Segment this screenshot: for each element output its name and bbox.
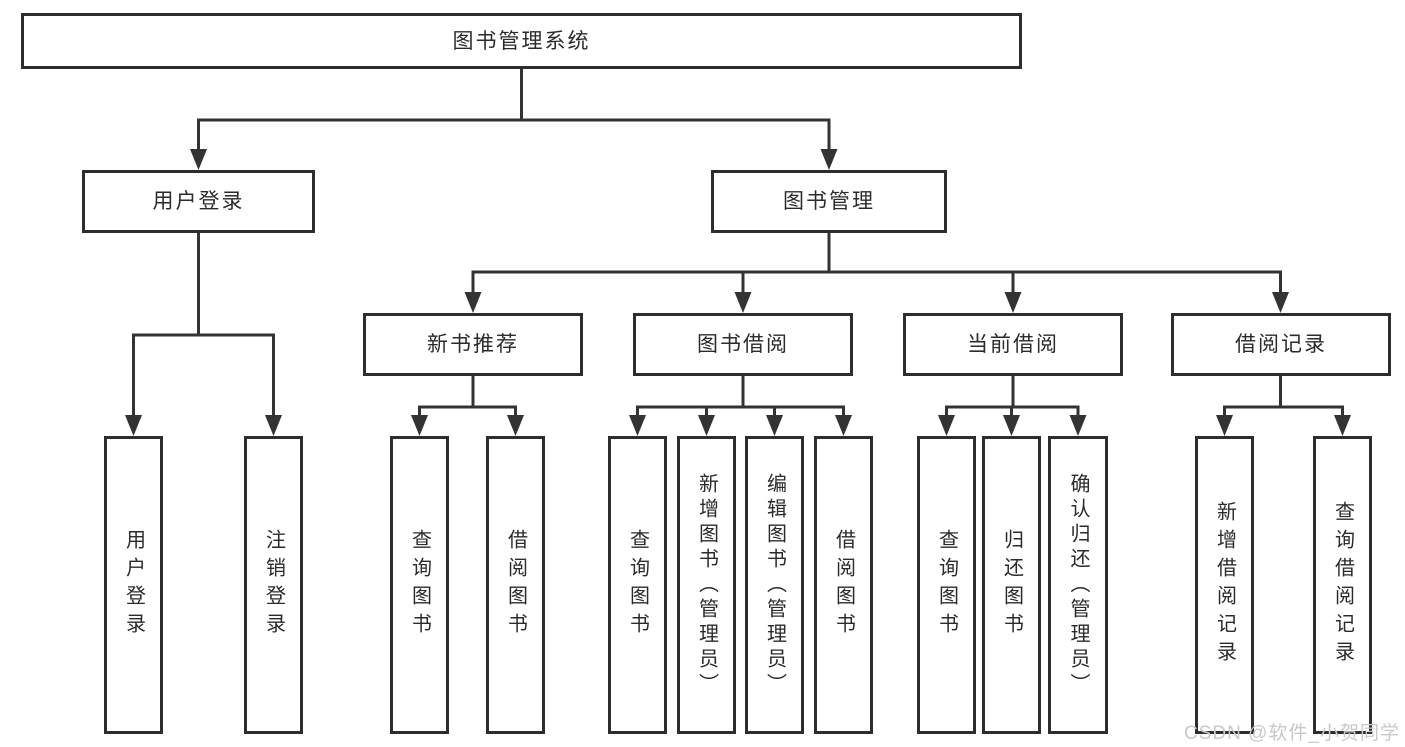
leaf-records-query-record: 查询借阅记录 <box>1313 436 1372 734</box>
leaf-records-add-record: 新增借阅记录 <box>1195 436 1254 734</box>
node-current-borrow-label: 当前借阅 <box>967 333 1059 356</box>
node-new-book-recommend: 新书推荐 <box>363 313 583 376</box>
leaf-logout: 注销登录 <box>244 436 303 734</box>
leaf-current-query-book-label: 查询图书 <box>935 529 958 641</box>
leaf-user-login: 用户登录 <box>104 436 163 734</box>
leaf-borrow-borrow-book: 借阅图书 <box>814 436 873 734</box>
node-borrow-records: 借阅记录 <box>1171 313 1391 376</box>
node-borrow-records-label: 借阅记录 <box>1235 333 1327 356</box>
connector-current-borrow <box>945 376 1080 422</box>
leaf-borrow-add-book-admin: 新增图书（管理员） <box>677 436 736 734</box>
node-book-borrow-label: 图书借阅 <box>697 333 789 356</box>
node-root: 图书管理系统 <box>21 13 1022 69</box>
leaf-logout-label: 注销登录 <box>262 529 285 641</box>
leaf-current-return-book: 归还图书 <box>982 436 1041 734</box>
node-user-login-branch: 用户登录 <box>82 170 315 233</box>
leaf-current-return-book-label: 归还图书 <box>1000 529 1023 641</box>
leaf-current-confirm-return-admin-label: 确认归还（管理员） <box>1067 472 1089 698</box>
leaf-recommend-borrow-book: 借阅图书 <box>486 436 545 734</box>
leaf-records-query-record-label: 查询借阅记录 <box>1331 501 1354 669</box>
node-root-label: 图书管理系统 <box>452 29 591 53</box>
node-book-management-label: 图书管理 <box>783 190 875 213</box>
leaf-user-login-label: 用户登录 <box>122 529 145 641</box>
leaf-borrow-add-book-admin-label: 新增图书（管理员） <box>695 472 718 698</box>
node-book-borrow: 图书借阅 <box>633 313 853 376</box>
node-current-borrow: 当前借阅 <box>903 313 1123 376</box>
node-book-management: 图书管理 <box>711 170 947 233</box>
connector-book-management <box>471 233 1282 299</box>
leaf-recommend-query-book-label: 查询图书 <box>408 529 431 641</box>
leaf-borrow-edit-book-admin: 编辑图书（管理员） <box>745 436 804 734</box>
leaf-current-query-book: 查询图书 <box>917 436 976 734</box>
leaf-recommend-borrow-book-label: 借阅图书 <box>504 529 527 641</box>
leaf-borrow-query-book-label: 查询图书 <box>626 529 649 641</box>
watermark: CSDN @软件_小贺同学 <box>1184 723 1400 744</box>
node-new-book-recommend-label: 新书推荐 <box>427 333 519 356</box>
node-user-login-branch-label: 用户登录 <box>152 190 245 213</box>
connector-borrow-records <box>1223 376 1344 422</box>
leaf-recommend-query-book: 查询图书 <box>390 436 449 734</box>
connector-root <box>197 69 831 156</box>
connector-user-login <box>132 233 275 422</box>
leaf-current-confirm-return-admin: 确认归还（管理员） <box>1048 436 1108 734</box>
leaf-borrow-borrow-book-label: 借阅图书 <box>832 529 855 641</box>
connector-book-borrow <box>636 376 845 422</box>
leaf-records-add-record-label: 新增借阅记录 <box>1213 501 1236 669</box>
leaf-borrow-edit-book-admin-label: 编辑图书（管理员） <box>763 472 786 698</box>
connector-new-book-recommend <box>418 376 517 422</box>
leaf-borrow-query-book: 查询图书 <box>608 436 667 734</box>
